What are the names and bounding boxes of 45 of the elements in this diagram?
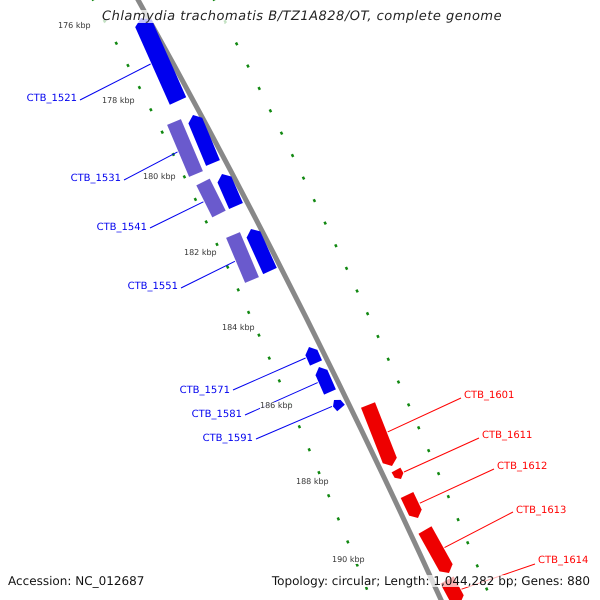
leader-line (232, 358, 306, 390)
gene-label: CTB_1613 (516, 506, 566, 516)
gene-label: CTB_1591 (202, 434, 253, 444)
gene-label: CTB_1551 (128, 282, 178, 292)
gene-label: CTB_1612 (497, 462, 548, 472)
gene-label: CTB_1581 (192, 410, 242, 420)
gene-label: CTB_1601 (464, 391, 514, 401)
leader-line (419, 468, 494, 504)
gene-label: CTB_1614 (538, 556, 588, 566)
gene-feature (316, 367, 336, 395)
scale-label: 178 kbp (102, 97, 135, 105)
gene-feature (196, 178, 226, 218)
gene-feature (361, 402, 397, 466)
gene-feature (188, 115, 220, 166)
gene-label: CTB_1571 (180, 386, 230, 396)
gene-feature (305, 347, 322, 366)
gene-feature (418, 526, 453, 573)
scale-label: 190 kbp (332, 556, 365, 564)
scale-label: 186 kbp (260, 402, 293, 410)
gene-feature (333, 400, 345, 412)
gene-label: CTB_1611 (482, 431, 532, 441)
leader-line (124, 151, 178, 180)
leader-line (404, 438, 480, 472)
gene-label: CTB_1531 (70, 174, 121, 184)
gene-feature (246, 229, 277, 274)
scale-label: 176 kbp (58, 22, 91, 30)
leader-line (180, 260, 236, 288)
accession-text: Accession: NC_012687 (8, 575, 144, 587)
scale-label: 184 kbp (222, 324, 255, 332)
scale-label: 180 kbp (143, 173, 176, 181)
title: Chlamydia trachomatis B/TZ1A828/OT, complete genome (102, 10, 502, 23)
gene-feature (218, 174, 243, 209)
leader-line (387, 398, 462, 432)
leader-line (150, 201, 204, 228)
scale-label: 188 kbp (296, 478, 329, 486)
gene-label: CTB_1541 (96, 223, 147, 233)
gene-feature (226, 232, 259, 283)
genome-summary: Topology: circular; Length: 1,044,282 bp; Genes: 880 (272, 575, 590, 587)
gene-feature (400, 492, 422, 518)
leader-line (256, 406, 332, 440)
scale-label: 182 kbp (184, 249, 217, 257)
gene-feature (392, 468, 404, 479)
leader-line (80, 64, 152, 100)
gene-label: CTB_1521 (26, 94, 77, 104)
leader-line (444, 512, 514, 548)
